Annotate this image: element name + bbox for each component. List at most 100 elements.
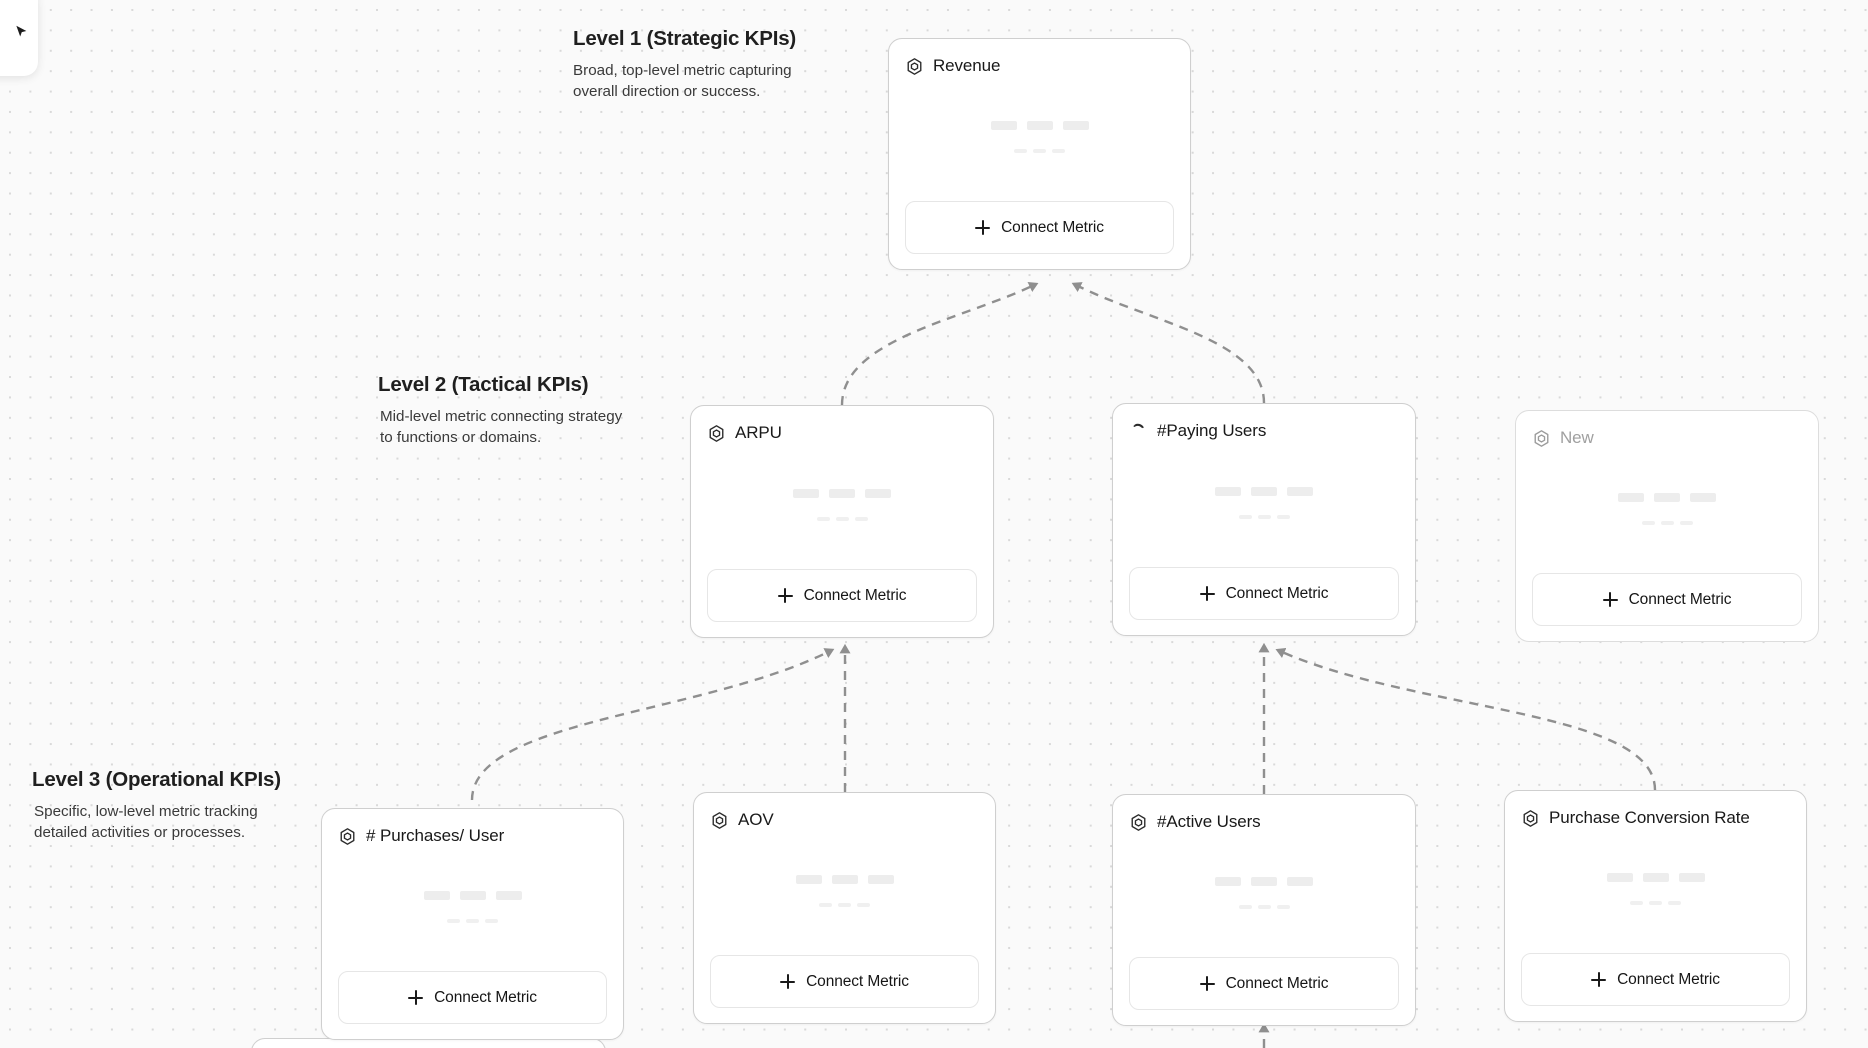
card-header: Purchase Conversion Rate <box>1521 805 1790 831</box>
skeleton-chip <box>466 919 479 923</box>
connect-metric-button[interactable]: Connect Metric <box>1129 567 1399 620</box>
connect-metric-label: Connect Metric <box>806 972 909 990</box>
skeleton-secondary-row <box>1014 149 1065 153</box>
connect-metric-button[interactable]: Connect Metric <box>1129 957 1399 1010</box>
skeleton-chip <box>857 903 870 907</box>
skeleton-chip <box>816 516 830 521</box>
skeleton-secondary-row <box>819 903 870 907</box>
card-header: AOV <box>710 807 979 833</box>
skeleton-primary-row <box>1618 493 1716 502</box>
card-header: #Active Users <box>1129 809 1399 835</box>
skeleton-chip <box>1287 486 1313 496</box>
connect-metric-button[interactable]: Connect Metric <box>710 955 979 1008</box>
metric-card-purchase-conversion-rate[interactable]: Purchase Conversion Rate Connect Metric <box>1504 790 1807 1022</box>
connect-metric-button[interactable]: Connect Metric <box>338 971 607 1024</box>
metric-card-new[interactable]: New Connect Metric <box>1515 410 1819 642</box>
loading-spinner-icon <box>1129 422 1148 441</box>
level-3-label-block: Level 3 (Operational KPIs) Specific, low… <box>32 767 284 844</box>
skeleton-chip <box>447 919 460 923</box>
level-3-title: Level 3 (Operational KPIs) <box>32 768 281 791</box>
skeleton-secondary-row <box>816 516 868 521</box>
skeleton-primary-row <box>990 121 1089 130</box>
skeleton-chip <box>1679 521 1693 525</box>
connect-metric-button[interactable]: Connect Metric <box>905 201 1174 254</box>
skeleton-chip <box>1668 901 1681 905</box>
metric-card-arpu[interactable]: ARPU Connect Metric <box>690 405 994 638</box>
metric-card-revenue[interactable]: Revenue Connect Metric <box>888 38 1191 270</box>
metric-card-paying-users[interactable]: #Paying Users Connect Metric <box>1112 403 1416 636</box>
skeleton-chip <box>1238 905 1252 909</box>
skeleton-chip <box>1276 514 1290 519</box>
skeleton-chip <box>1660 521 1674 525</box>
connect-metric-button[interactable]: Connect Metric <box>1521 953 1790 1006</box>
skeleton-primary-row <box>795 875 894 884</box>
skeleton-chip <box>867 875 894 884</box>
level-2-title: Level 2 (Tactical KPIs) <box>378 373 589 396</box>
skeleton-chip <box>1238 514 1252 519</box>
connect-metric-label: Connect Metric <box>1628 590 1732 608</box>
skeleton-chip <box>1678 873 1705 882</box>
skeleton-chip <box>485 919 498 923</box>
plus-icon <box>1602 592 1618 607</box>
skeleton-chip <box>1606 873 1633 882</box>
connect-metric-label: Connect Metric <box>1225 974 1329 992</box>
skeleton-chip <box>495 891 522 900</box>
skeleton-chip <box>1215 486 1241 496</box>
hexagon-metric-icon <box>710 811 729 830</box>
skeleton-primary-row <box>1606 873 1705 882</box>
card-title: New <box>1560 428 1594 447</box>
card-skeleton-body <box>1532 451 1802 573</box>
edge-purchase-conversion-rate-to-paying-users <box>1275 647 1657 791</box>
skeleton-chip <box>835 516 849 521</box>
level-2-label-block: Level 2 (Tactical KPIs) Mid-level metric… <box>378 372 630 449</box>
plus-icon <box>777 588 793 603</box>
skeleton-chip <box>423 891 450 900</box>
metric-card-active-users[interactable]: #Active Users Connect Metric <box>1112 794 1416 1026</box>
card-skeleton-body <box>1129 444 1399 567</box>
skeleton-chip <box>1654 493 1680 502</box>
skeleton-chip <box>1618 493 1644 502</box>
connect-metric-button[interactable]: Connect Metric <box>707 569 977 622</box>
skeleton-chip <box>1257 514 1271 519</box>
connect-metric-label: Connect Metric <box>434 988 537 1006</box>
skeleton-chip <box>795 875 822 884</box>
skeleton-secondary-row <box>1641 521 1693 525</box>
card-title: Purchase Conversion Rate <box>1549 808 1750 827</box>
plus-icon <box>1199 976 1215 991</box>
metric-card-aov[interactable]: AOV Connect Metric <box>693 792 996 1024</box>
card-title: ARPU <box>735 423 782 442</box>
connect-metric-button[interactable]: Connect Metric <box>1532 573 1802 626</box>
skeleton-chip <box>1690 493 1716 502</box>
skeleton-chip <box>1641 521 1655 525</box>
skeleton-secondary-row <box>1630 901 1681 905</box>
connect-metric-label: Connect Metric <box>803 586 907 604</box>
skeleton-chip <box>1287 877 1313 886</box>
metric-card-purchases-per-user[interactable]: # Purchases/ User Connect Metric <box>321 808 624 1040</box>
skeleton-chip <box>819 903 832 907</box>
skeleton-chip <box>1276 905 1290 909</box>
card-skeleton-body <box>905 79 1174 201</box>
card-header: # Purchases/ User <box>338 823 607 849</box>
card-header: New <box>1532 425 1802 451</box>
floating-toolbar-panel[interactable] <box>0 0 38 76</box>
card-skeleton-body <box>1521 831 1790 953</box>
skeleton-primary-row <box>793 488 891 498</box>
hexagon-metric-icon <box>1129 813 1148 832</box>
edge-purchases-per-user-to-arpu <box>470 648 835 801</box>
skeleton-secondary-row <box>1238 514 1290 519</box>
skeleton-chip <box>1251 877 1277 886</box>
connect-metric-label: Connect Metric <box>1617 970 1720 988</box>
skeleton-primary-row <box>423 891 522 900</box>
skeleton-chip <box>838 903 851 907</box>
hexagon-metric-icon <box>905 57 924 76</box>
hexagon-metric-icon <box>1532 429 1551 448</box>
hexagon-metric-icon <box>1521 809 1540 828</box>
skeleton-secondary-row <box>1238 905 1290 909</box>
skeleton-chip <box>1026 121 1053 130</box>
edge-arpu-to-revenue <box>840 282 1039 406</box>
skeleton-chip <box>1062 121 1089 130</box>
card-header: Revenue <box>905 53 1174 79</box>
connect-metric-label: Connect Metric <box>1001 218 1104 236</box>
plus-icon <box>408 990 424 1005</box>
